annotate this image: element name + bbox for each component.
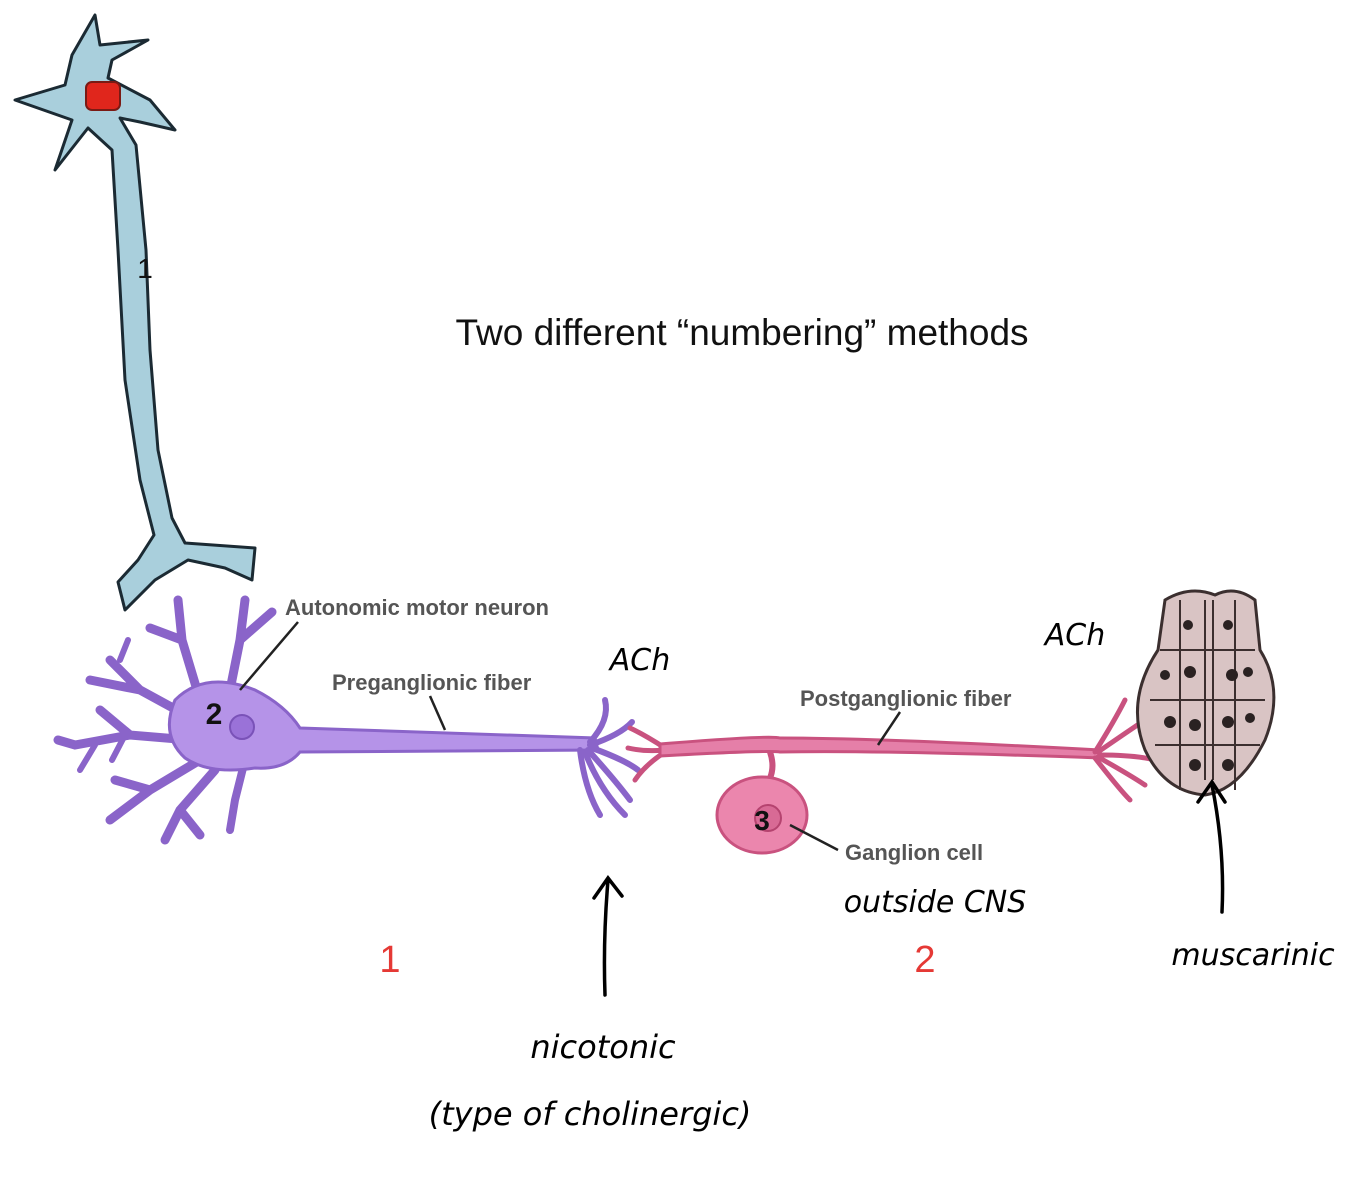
note-ach-left: ACh [608,643,670,678]
segment-number-second: 2 [914,939,935,981]
autonomic-motor-neuron [53,595,277,845]
autonomic-neuron-number: 2 [206,698,223,731]
segment-number-first: 1 [379,939,400,981]
note-outside-cns: outside CNS [844,885,1027,920]
note-type-of-cholinergic: (type of cholinergic) [429,1095,752,1133]
label-preganglionic-fiber: Preganglionic fiber [332,670,532,695]
arrow-to-first-synapse [592,875,624,997]
printed-labels: Autonomic motor neuron Preganglionic fib… [239,595,1012,865]
upper-motor-neuron: 1 [13,13,257,612]
handwritten-annotations: ACh ACh outside CNS nicotonic (type of c… [429,618,1336,1133]
label-ganglion-cell: Ganglion cell [845,840,983,865]
label-postganglionic-fiber: Postganglionic fiber [800,686,1012,711]
nucleus [85,81,121,111]
label-autonomic-motor-neuron: Autonomic motor neuron [285,595,549,620]
postganglionic-neuron: 3 [625,697,1158,855]
note-ach-right: ACh [1043,618,1105,653]
arrow-to-gland [1196,778,1227,914]
diagram-title: Two different “numbering” methods [455,312,1028,353]
ganglion-cell-number: 3 [754,805,770,836]
autonomic-motor-neuron-body: 2 [167,680,641,818]
nucleus [229,714,255,740]
note-muscarinic: muscarinic [1171,938,1335,973]
target-gland [1135,589,1276,797]
note-nicotonic: nicotonic [530,1028,676,1066]
upper-neuron-number: 1 [137,253,153,284]
